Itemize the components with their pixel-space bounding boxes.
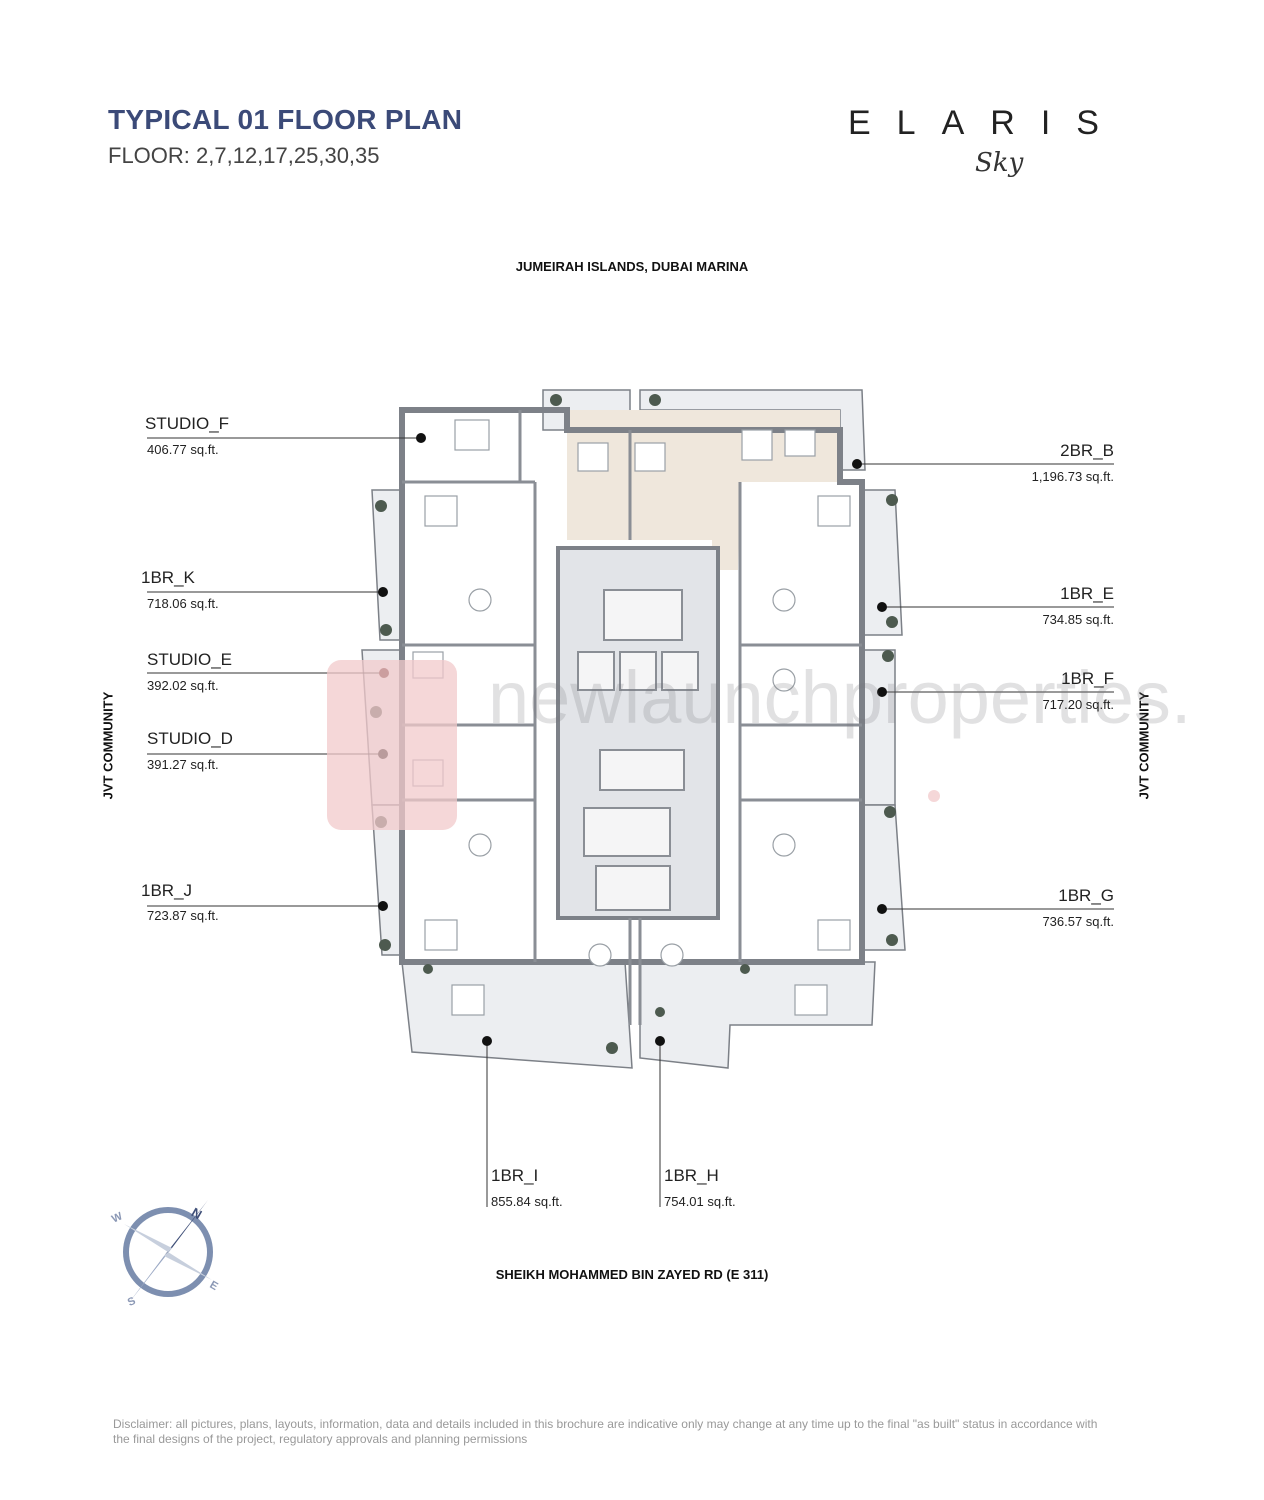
lift <box>661 651 699 691</box>
bed <box>794 984 828 1016</box>
unit-label-1br-f: 1BR_F <box>1061 669 1114 688</box>
unit-label-1br-k: 1BR_K <box>141 568 195 587</box>
unit-area-1br-k: 718.06 sq.ft. <box>147 596 219 611</box>
unit-area-studio-e: 392.02 sq.ft. <box>147 678 219 693</box>
page-title: TYPICAL 01 FLOOR PLAN <box>108 104 463 135</box>
unit-label-1br-e: 1BR_E <box>1060 584 1114 603</box>
dining-table <box>660 943 684 967</box>
building-outline <box>399 407 865 965</box>
balcony <box>861 489 903 636</box>
gym-room <box>599 749 685 791</box>
bed <box>451 984 485 1016</box>
unit-label-1br-j: 1BR_J <box>141 881 193 900</box>
bed <box>454 419 490 451</box>
disclaimer-text: Disclaimer: all pictures, plans, layouts… <box>113 1417 1098 1446</box>
bed <box>424 495 458 527</box>
balcony <box>401 961 633 1069</box>
lift <box>619 651 657 691</box>
bed <box>634 442 666 472</box>
unit-area-2br-b: 1,196.73 sq.ft. <box>1031 469 1114 484</box>
unit-label-1br-g: 1BR_G <box>1058 886 1114 905</box>
south-road-label: SHEIKH MOHAMMED BIN ZAYED RD (E 311) <box>495 1267 769 1282</box>
dining-table <box>468 833 492 857</box>
bed <box>817 495 851 527</box>
balcony <box>861 804 906 951</box>
bed <box>424 919 458 951</box>
brand-tagline: Sky <box>975 148 1024 178</box>
lift <box>577 651 615 691</box>
fire-lift-lobby <box>583 807 671 857</box>
balcony <box>639 961 876 1069</box>
unit-area-1br-h: 754.01 sq.ft. <box>664 1194 736 1209</box>
sofa <box>784 429 816 457</box>
watermark-logo <box>327 660 940 830</box>
floor-list: FLOOR: 2,7,12,17,25,30,35 <box>108 143 380 168</box>
stair-core <box>595 865 671 911</box>
bed <box>817 919 851 951</box>
unit-area-1br-g: 736.57 sq.ft. <box>1042 914 1114 929</box>
watermark-text: newlaunchproperties. <box>488 656 1192 739</box>
unit-label-1br-h: 1BR_H <box>664 1166 719 1185</box>
unit-area-1br-e: 734.85 sq.ft. <box>1042 612 1114 627</box>
unit-label-studio-e: STUDIO_E <box>147 650 233 669</box>
north-road-label: JUMEIRAH ISLANDS, DUBAI MARINA <box>515 259 749 274</box>
unit-area-1br-i: 855.84 sq.ft. <box>491 1194 563 1209</box>
unit-area-1br-j: 723.87 sq.ft. <box>147 908 219 923</box>
balcony <box>371 489 403 641</box>
unit-area-studio-d: 391.27 sq.ft. <box>147 757 219 772</box>
stair-core <box>603 589 683 641</box>
dining-table <box>741 429 773 461</box>
dining-table <box>772 588 796 612</box>
dining-table <box>468 588 492 612</box>
unit-label-studio-d: STUDIO_D <box>147 729 233 748</box>
unit-label-1br-i: 1BR_I <box>491 1166 539 1185</box>
unit-label-2br-b: 2BR_B <box>1060 441 1114 460</box>
compass <box>123 1200 213 1304</box>
dining-table <box>772 833 796 857</box>
unit-area-studio-f: 406.77 sq.ft. <box>147 442 219 457</box>
dining-table <box>588 943 612 967</box>
unit-label-studio-f: STUDIO_F <box>145 414 230 433</box>
bed <box>577 442 609 472</box>
unit-area-1br-f: 717.20 sq.ft. <box>1042 697 1114 712</box>
brand-logo: ELARIS <box>848 104 1125 142</box>
dining-table <box>772 668 796 692</box>
